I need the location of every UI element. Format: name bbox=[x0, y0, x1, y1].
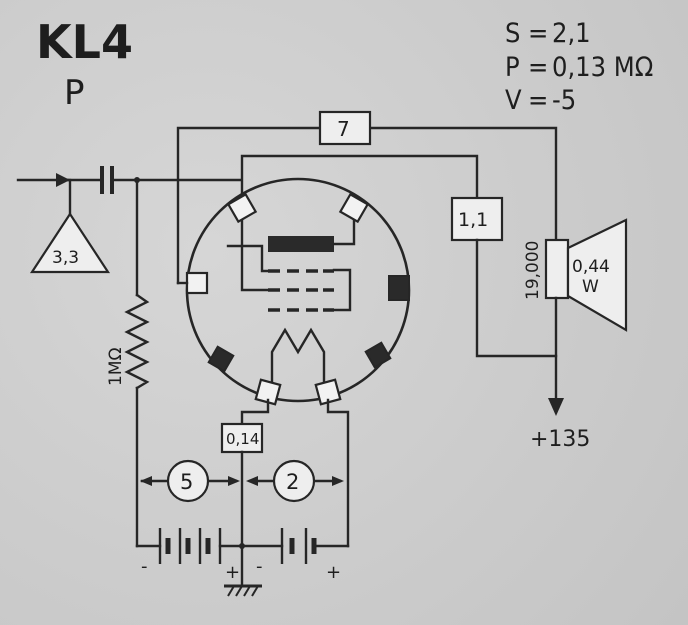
tube-pin-screen bbox=[185, 271, 209, 295]
grid-lead bbox=[240, 206, 270, 292]
supply-arrow-icon bbox=[548, 398, 564, 416]
anode-plate bbox=[268, 236, 334, 252]
filament-supply: 0,14 bbox=[220, 398, 350, 587]
tube-subtype: P bbox=[64, 73, 85, 113]
battery-left-plus-label: + bbox=[225, 562, 240, 583]
battery-left-minus-label: - bbox=[141, 556, 148, 577]
filament-wire-left bbox=[240, 398, 270, 426]
tube bbox=[176, 177, 411, 406]
battery-dimensions: 5 2 bbox=[140, 459, 344, 503]
speaker-power-value: 0,44 bbox=[572, 257, 610, 277]
gain-triangle-icon bbox=[29, 211, 111, 274]
feedback-wire-right bbox=[368, 126, 558, 242]
ground-hatch-2 bbox=[235, 585, 243, 597]
spec-value-v: -5 bbox=[552, 85, 576, 116]
filament-current-box bbox=[220, 422, 264, 454]
battery-right-minus-label: - bbox=[256, 556, 263, 577]
output-section: 19,000 0,44 W +135 bbox=[523, 218, 628, 452]
filament-current-label: 0,14 bbox=[226, 430, 259, 448]
feedback-value-label: 7 bbox=[337, 117, 350, 141]
transformer-winding bbox=[544, 238, 570, 300]
dimension-arrow-5-left-icon bbox=[140, 476, 152, 486]
feedback-value-box bbox=[318, 110, 372, 146]
battery-right-plus-label: + bbox=[326, 562, 341, 583]
spec-symbol-v: V bbox=[505, 85, 522, 116]
battery-left-cell-count bbox=[166, 459, 210, 503]
speaker-power-unit: W bbox=[582, 277, 599, 297]
screen-value-box bbox=[450, 196, 504, 242]
batteries: - + - + bbox=[135, 528, 350, 583]
transformer-ratio-label: 19,000 bbox=[523, 241, 543, 300]
input-signal: 3,3 bbox=[16, 166, 242, 274]
plate-voltage-label: +135 bbox=[530, 427, 590, 452]
gain-triangle-label: 3,3 bbox=[52, 248, 79, 268]
screen-lead-inner bbox=[226, 244, 270, 273]
spec-value-p: 0,13 MΩ bbox=[552, 52, 653, 83]
ground-hatch-4 bbox=[251, 585, 259, 597]
speaker-icon bbox=[566, 218, 628, 332]
tube-pin-unused-left bbox=[207, 345, 235, 373]
suppressor-lead bbox=[332, 268, 352, 312]
spec-equals-v: = bbox=[528, 85, 548, 116]
spec-block: S = 2,1 P = 0,13 MΩ V = -5 bbox=[505, 18, 653, 116]
dimension-arrow-5-right-icon bbox=[228, 476, 240, 486]
grid-resistor-label: 1MΩ bbox=[106, 348, 126, 386]
ground-hatch-1 bbox=[227, 585, 235, 597]
battery-left-label: 5 bbox=[180, 470, 193, 494]
tube-pin-filament-1 bbox=[254, 378, 282, 406]
battery-right-label: 2 bbox=[286, 470, 299, 494]
screen-value-label: 1,1 bbox=[458, 209, 488, 231]
ground-icon bbox=[224, 584, 262, 597]
ground-hatch-3 bbox=[243, 585, 251, 597]
feedback-wire-left bbox=[176, 126, 322, 285]
filament-wire-right bbox=[326, 398, 350, 548]
screen-wire-top bbox=[240, 154, 479, 210]
spec-equals-p: = bbox=[528, 52, 548, 83]
tube-pin-filament-2 bbox=[314, 378, 342, 406]
resistor-zigzag-icon bbox=[124, 293, 150, 390]
screen-loop: 1,1 bbox=[240, 154, 558, 358]
tube-pin-grid bbox=[226, 192, 258, 224]
grid-resistor: 1MΩ bbox=[106, 178, 150, 548]
spec-value-s: 2,1 bbox=[552, 18, 591, 49]
screen-wire-bottom bbox=[475, 238, 558, 358]
tube-pin-unused-right bbox=[388, 275, 410, 301]
battery-right-cell-count bbox=[272, 459, 316, 503]
spec-symbol-p: P bbox=[505, 52, 520, 83]
tube-pin-unused-lower-right bbox=[364, 341, 392, 369]
filament-icon bbox=[270, 327, 326, 384]
feedback-loop: 7 bbox=[176, 110, 558, 285]
input-arrow-icon bbox=[56, 173, 70, 187]
tube-type-title: KL4 bbox=[36, 15, 133, 69]
battery-center-junction bbox=[239, 543, 245, 549]
spec-equals-s: = bbox=[528, 18, 548, 49]
dimension-arrow-2-right-icon bbox=[332, 476, 344, 486]
tube-pin-anode bbox=[338, 192, 370, 224]
spec-symbol-s: S bbox=[505, 18, 520, 49]
